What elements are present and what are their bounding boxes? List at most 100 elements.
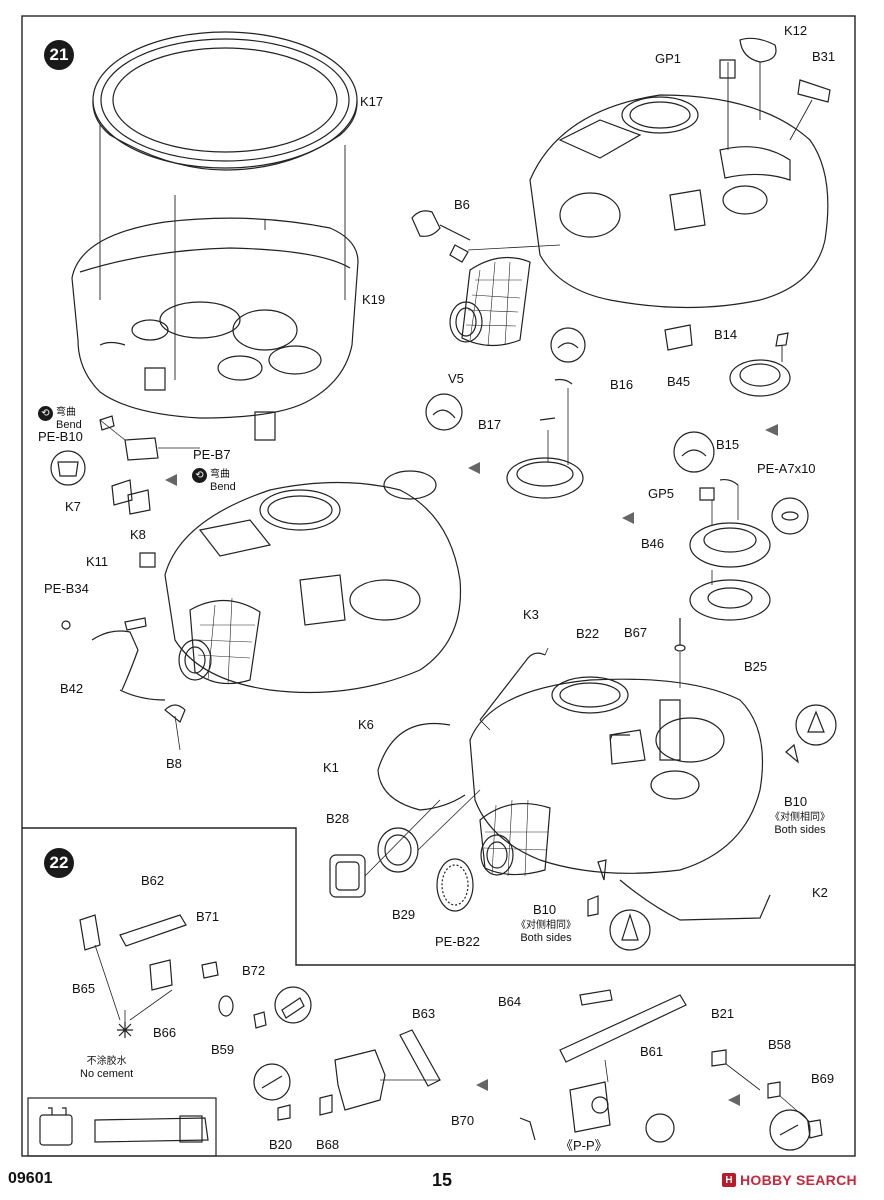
both-sides-en: Both sides: [774, 824, 826, 836]
both-sides-note-bottom: 《对侧相同》 Both sides: [516, 920, 576, 944]
label-pe-b22: PE-B22: [435, 934, 480, 949]
label-b46: B46: [641, 536, 665, 551]
label-k6: K6: [358, 717, 374, 732]
bend-cn: 弯曲: [56, 407, 76, 418]
label-b14: B14: [714, 327, 738, 342]
watermark-text: HOBBY SEARCH: [740, 1172, 857, 1188]
b6-part: [411, 210, 561, 263]
label-b17: B17: [478, 417, 502, 432]
label-b16: B16: [610, 377, 634, 392]
inset-detail: [39, 1107, 209, 1146]
label-b70: B70: [451, 1113, 475, 1128]
label-b72: B72: [242, 963, 266, 978]
no-cement-icon: [117, 1022, 133, 1038]
label-k3: K3: [523, 607, 539, 622]
label-b8: B8: [166, 756, 182, 771]
k19-turret: [71, 217, 359, 441]
inset-frame: [27, 1097, 217, 1157]
label-b67: B67: [624, 625, 648, 640]
watermark: H HOBBY SEARCH: [722, 1172, 857, 1188]
leader-lines-k17: [99, 125, 346, 380]
step-22-badge: 22: [44, 848, 74, 878]
label-k7: K7: [65, 499, 81, 514]
label-k11: K11: [86, 554, 109, 569]
label-pe-b7: PE-B7: [193, 447, 231, 462]
hobby-search-logo-icon: H: [722, 1173, 736, 1187]
bend-en: Bend: [56, 419, 82, 431]
label-k12: K12: [784, 23, 808, 38]
page-number: 15: [432, 1170, 453, 1190]
label-b42: B42: [60, 681, 84, 696]
handrails: [377, 647, 771, 921]
turret-middle-left: [164, 470, 462, 694]
right-small-parts: [711, 1049, 823, 1151]
label-b68: B68: [316, 1137, 340, 1152]
mg-body-parts: [253, 1029, 441, 1121]
label-pe-b34: PE-B34: [44, 581, 89, 596]
bend-cn: 弯曲: [210, 469, 230, 480]
label-b69: B69: [811, 1071, 835, 1086]
label-b22: B22: [576, 626, 600, 641]
b45-hatch: [664, 324, 791, 397]
kit-number: 09601: [8, 1170, 53, 1187]
antenna-b67: [674, 618, 686, 688]
label-b10-right: B10: [784, 794, 808, 809]
tow-hook-parts: [61, 617, 186, 751]
label-b15: B15: [716, 437, 740, 452]
label-b10-bottom: B10: [533, 902, 557, 917]
label-b71: B71: [196, 909, 220, 924]
bend-icon: ⟲: [38, 406, 53, 421]
label-pe-a7x10: PE-A7x10: [757, 461, 816, 476]
both-sides-cn: 《对侧相同》: [770, 812, 830, 823]
label-gp1: GP1: [655, 51, 682, 66]
label-k2: K2: [812, 885, 828, 900]
turret-lower-right: [469, 676, 764, 877]
label-b21: B21: [711, 1006, 735, 1021]
label-k8: K8: [130, 527, 146, 542]
label-b62: B62: [141, 873, 165, 888]
bend-en: Bend: [210, 481, 236, 493]
label-b59: B59: [211, 1042, 235, 1057]
page-frame: [21, 15, 856, 1157]
label-gp5: GP5: [648, 486, 675, 501]
both-sides-note-right: 《对侧相同》 Both sides: [770, 812, 830, 836]
no-cement-cn: 不涂胶水: [86, 1056, 127, 1067]
label-b45: B45: [667, 374, 691, 389]
small-parts-left: [50, 415, 200, 568]
label-pe-b10: PE-B10: [38, 429, 83, 444]
b46-hatch: [673, 431, 809, 621]
both-sides-en: Both sides: [520, 932, 572, 944]
label-b31: B31: [812, 49, 836, 64]
b10-right: [785, 704, 837, 764]
label-k1: K1: [323, 760, 339, 775]
turret-top-right: [529, 37, 831, 309]
b10-bottom: [587, 859, 651, 951]
periscope-parts: [329, 789, 481, 912]
label-b20: B20: [269, 1137, 293, 1152]
mg-mount-parts: [79, 914, 312, 1029]
label-b63: B63: [412, 1006, 436, 1021]
mg-weapon: [519, 989, 687, 1143]
b16-hatch: [425, 327, 586, 499]
no-cement-note: 不涂胶水 No cement: [80, 1056, 133, 1080]
label-b66: B66: [153, 1025, 177, 1040]
no-cement-en: No cement: [80, 1068, 134, 1080]
label-b29: B29: [392, 907, 416, 922]
both-sides-cn: 《对侧相同》: [516, 920, 576, 931]
label-v5: V5: [448, 371, 464, 386]
label-b6: B6: [454, 197, 470, 212]
label-b28: B28: [326, 811, 350, 826]
k17-ring: [92, 31, 358, 171]
label-b64: B64: [498, 994, 522, 1009]
label-k19: K19: [362, 292, 386, 307]
bend-icon: ⟲: [192, 468, 207, 483]
label-b25: B25: [744, 659, 768, 674]
label-b65: B65: [72, 981, 96, 996]
step-21-badge: 21: [44, 40, 74, 70]
label-b58: B58: [768, 1037, 792, 1052]
step22-frame: [22, 827, 855, 966]
